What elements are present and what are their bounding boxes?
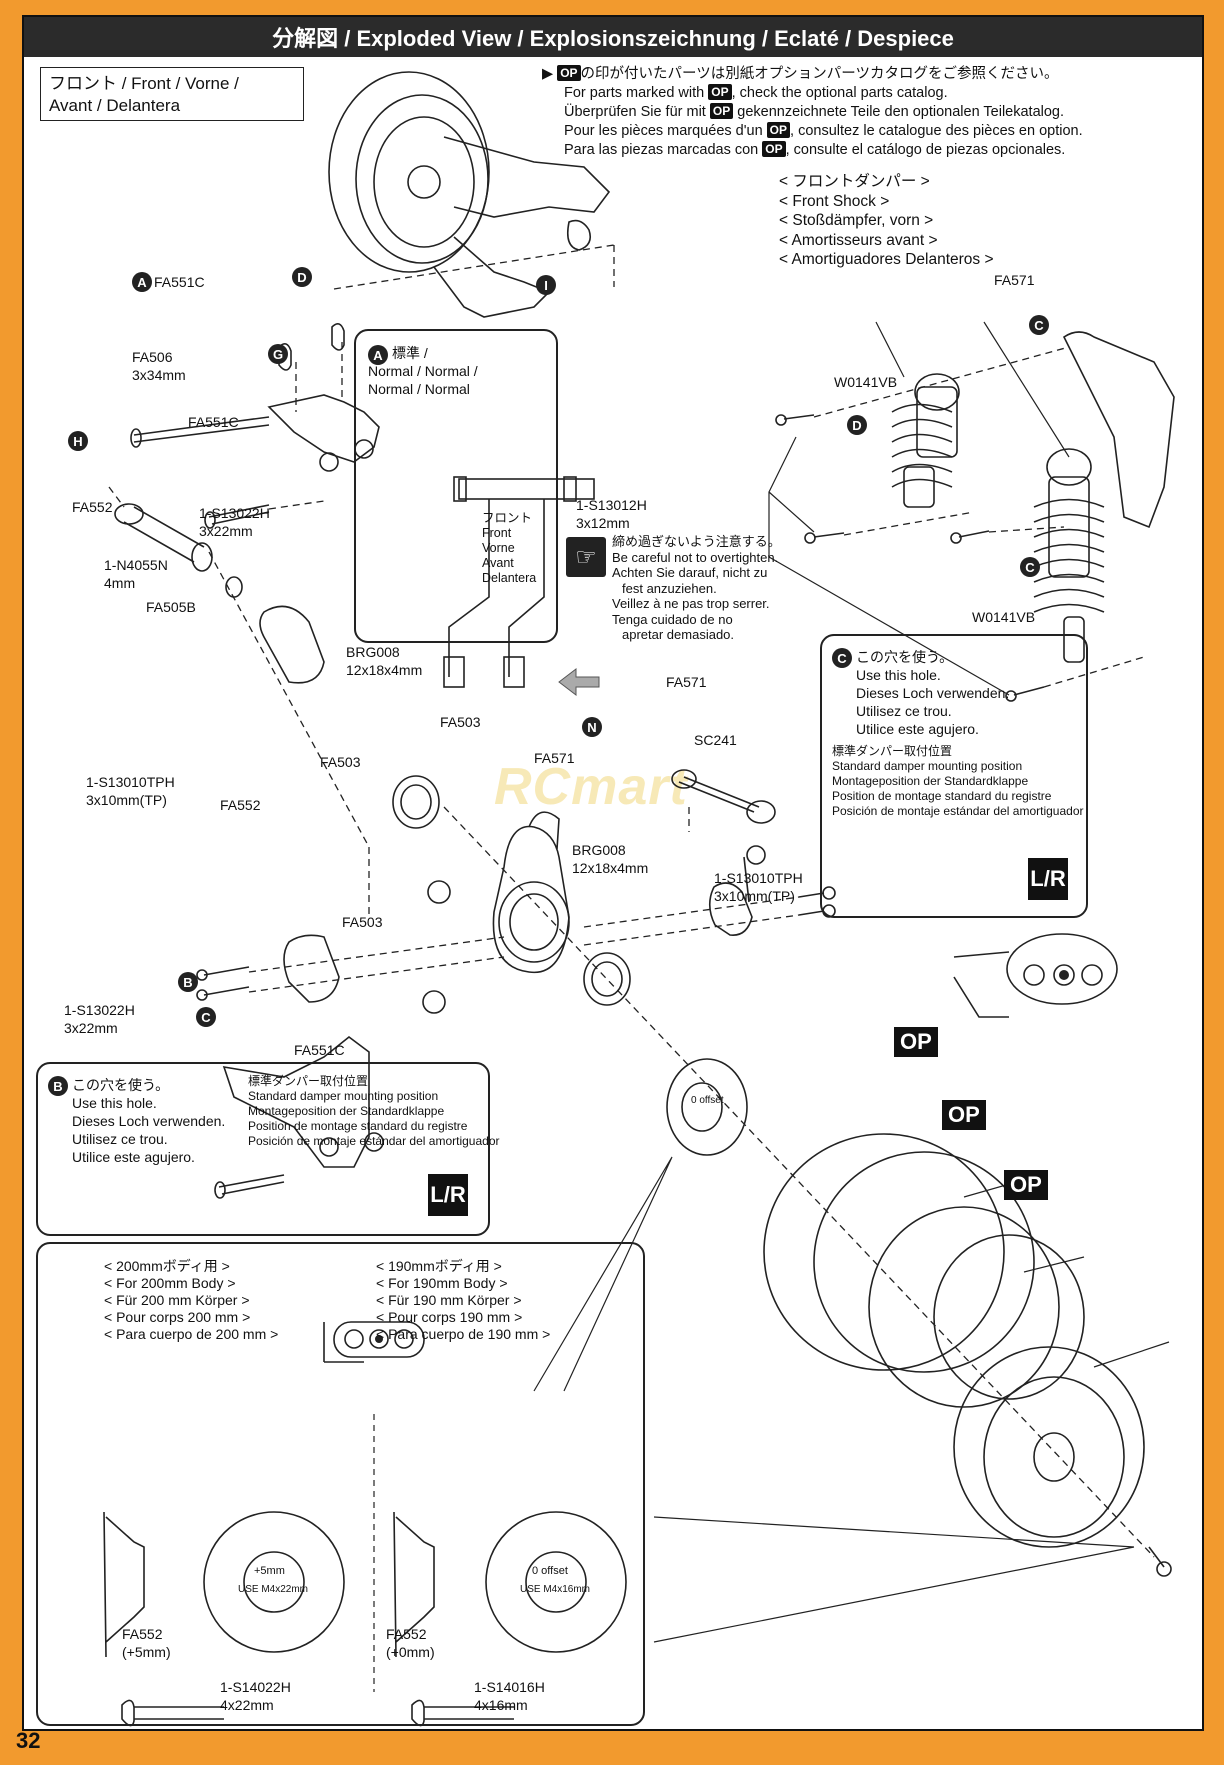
- label-brg008-b: BRG008: [572, 842, 626, 858]
- section-title-line1: フロント / Front / Vorne /: [49, 74, 239, 93]
- op-badge: OP: [557, 65, 581, 81]
- caution-note: 締め過ぎないよう注意する。 Be careful not to overtigh…: [612, 534, 781, 642]
- badge-c-callout-bot: C: [1020, 557, 1040, 577]
- label-fa506-size: 3x34mm: [132, 367, 186, 383]
- op-note-es: Para las piezas marcadas con OP, consult…: [564, 141, 1066, 158]
- watermark: RCmart: [494, 758, 688, 816]
- section-box: フロント / Front / Vorne / Avant / Delantera: [40, 67, 304, 121]
- op-note-fr: Pour les pièces marquées d'un OP, consul…: [564, 122, 1083, 139]
- op-note-de: Überprüfen Sie für mit OP gekennzeichnet…: [564, 103, 1065, 120]
- body-190-title: < 190mmボディ用 >< For 190mm Body >< Für 190…: [376, 1258, 551, 1342]
- page-number: 32: [16, 1728, 41, 1753]
- body-200-title: < 200mmボディ用 >< For 200mm Body >< Für 200…: [104, 1258, 279, 1342]
- manual-page: 分解図 / Exploded View / Explosionszeichnun…: [22, 15, 1204, 1731]
- label-fa552-b: FA552: [220, 797, 261, 813]
- label-s13010tph-b: 1-S13010TPH: [714, 870, 803, 886]
- caution-hand-icon: ☞: [566, 537, 606, 577]
- label-s13022h-a-size: 3x22mm: [199, 523, 253, 539]
- left-right-icon: L/R: [428, 1174, 468, 1216]
- label-n4055n: 1-N4055N: [104, 557, 168, 573]
- label-brg008-a-size: 12x18x4mm: [346, 662, 423, 678]
- label-w0141vb-a: W0141VB: [834, 374, 898, 390]
- label-fa503-a: FA503: [440, 714, 481, 730]
- badge-i-callout: I: [536, 275, 556, 295]
- left-right-icon: L/R: [1028, 858, 1068, 900]
- label-fa503-b: FA503: [320, 754, 361, 770]
- front-shock-label: < フロントダンパー > < Front Shock > < Stoßdämpf…: [779, 173, 994, 268]
- body-size-box: < 200mmボディ用 >< For 200mm Body >< Für 200…: [36, 1242, 645, 1726]
- label-fa552-a: FA552: [72, 499, 113, 515]
- badge-h-callout: H: [68, 431, 88, 451]
- badge-b-box: B: [48, 1076, 68, 1096]
- badge-d-callout: D: [847, 415, 867, 435]
- label-w0141vb-b: W0141VB: [972, 609, 1036, 625]
- label-fa571-a: FA571: [666, 674, 707, 690]
- op-note-en: For parts marked with OP, check the opti…: [564, 84, 948, 101]
- section-title-line2: Avant / Delantera: [49, 96, 181, 115]
- op-tag-tyre: OP: [894, 1027, 938, 1057]
- page-title: 分解図 / Exploded View / Explosionszeichnun…: [24, 17, 1202, 57]
- badge-c-box: C: [832, 648, 852, 668]
- badge-a-callout: A: [132, 272, 152, 292]
- op-tag-insert: OP: [942, 1100, 986, 1130]
- hole-b-box: B この穴を使う。 Use this hole. Dieses Loch ver…: [36, 1062, 499, 1236]
- op-tag-wheel: OP: [1004, 1170, 1048, 1200]
- label-s13010tph-a-size: 3x10mm(TP): [86, 792, 167, 808]
- badge-d-callout-top: D: [292, 267, 312, 287]
- label-brg008-b-size: 12x18x4mm: [572, 860, 649, 876]
- label-s13012h-size: 3x12mm: [576, 515, 630, 531]
- label-fa503-c: FA503: [342, 914, 383, 930]
- hole-c-box: C この穴を使う。 Use this hole. Dieses Loch ver…: [820, 634, 1088, 918]
- label-s13010tph-a: 1-S13010TPH: [86, 774, 175, 790]
- label-n4055n-size: 4mm: [104, 575, 136, 591]
- normal-inset-box: A 標準 / Normal / Normal / Normal / Normal…: [354, 329, 558, 643]
- label-sc241: SC241: [694, 732, 737, 748]
- badge-b-callout: B: [178, 972, 198, 992]
- label-s13022h-b-size: 3x22mm: [64, 1020, 118, 1036]
- label-s13022h-b: 1-S13022H: [64, 1002, 135, 1018]
- label-fa571-c: FA571: [994, 272, 1035, 288]
- badge-g-callout: G: [268, 344, 288, 364]
- badge-c-callout-arm: C: [196, 1007, 216, 1027]
- label-fa571-b: FA571: [534, 750, 575, 766]
- label-s13012h: 1-S13012H: [576, 497, 647, 513]
- label-hub-offset: 0 offset: [691, 1095, 724, 1106]
- label-brg008-a: BRG008: [346, 644, 400, 660]
- badge-n-callout: N: [582, 717, 602, 737]
- label-fa551c-mid: FA551C: [188, 414, 239, 430]
- label-s13022h-a: 1-S13022H: [199, 505, 270, 521]
- label-fa551c-top: FA551C: [154, 274, 205, 290]
- badge-c-callout-top: C: [1029, 315, 1049, 335]
- badge-a: A: [368, 345, 388, 365]
- label-s13010tph-b-size: 3x10mm(TP): [714, 888, 795, 904]
- label-fa505b: FA505B: [146, 599, 196, 615]
- label-fa551c-bot: FA551C: [294, 1042, 345, 1058]
- label-fa506: FA506: [132, 349, 173, 365]
